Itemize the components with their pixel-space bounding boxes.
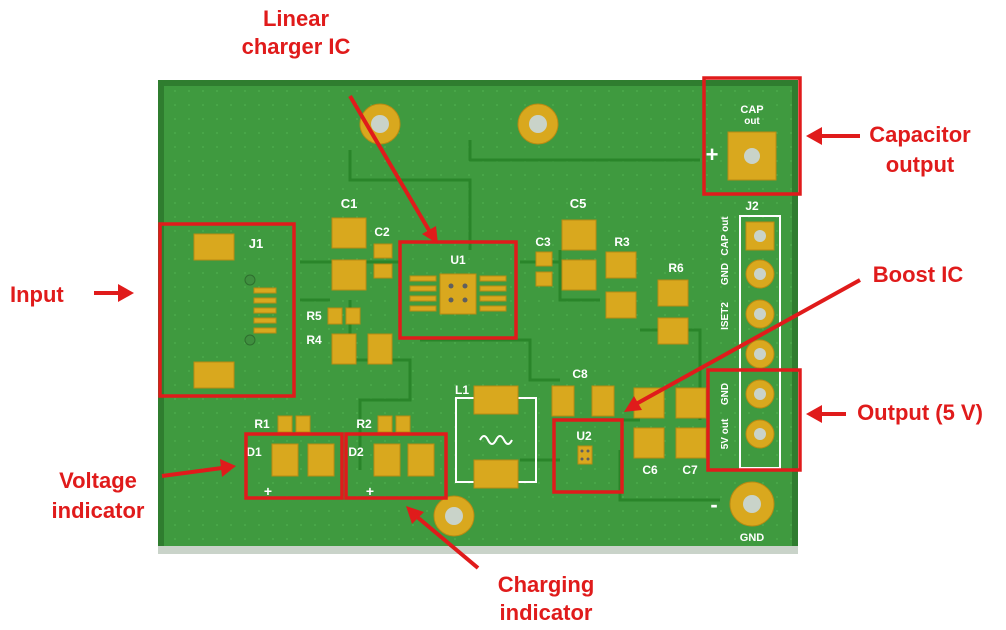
j1-connector: J1 — [193, 233, 277, 389]
capacitor-output-box — [702, 76, 802, 196]
boost-ic-box — [552, 418, 624, 494]
voltage-indicator-callout-line1: Voltage — [59, 468, 137, 493]
capacitor-output-callout-line1: Capacitor — [869, 122, 971, 147]
r5-resistor: R5 — [306, 307, 361, 325]
c2-label: C2 — [374, 225, 390, 239]
u1-label: U1 — [450, 253, 466, 267]
d2-label: D2 — [348, 445, 364, 459]
j1-label: J1 — [249, 236, 263, 251]
input-box — [158, 222, 296, 398]
plus-sign: + — [706, 142, 719, 167]
j2-header: J2 CAP out GND ISET2 GND 5V out — [720, 199, 781, 469]
mounting-holes — [359, 103, 559, 537]
charging-indicator-callout-line2: indicator — [500, 600, 593, 625]
j2-pin3-label: ISET2 — [720, 302, 731, 330]
r6-resistor: R6 — [657, 261, 689, 345]
cap-out-label-line1: CAP — [740, 104, 763, 116]
d1-label: D1 — [246, 445, 262, 459]
r4-label: R4 — [306, 333, 322, 347]
u2-label: U2 — [576, 429, 592, 443]
l1-inductor: L1 — [455, 383, 537, 489]
c5-capacitor: C5 — [561, 196, 597, 291]
pcb-bottom-edge — [158, 546, 798, 554]
charging-indicator-box — [344, 432, 448, 500]
boost-ic-callout: Boost IC — [873, 262, 964, 287]
j2-label: J2 — [745, 199, 759, 213]
j2-pin1-label: CAP out — [720, 216, 731, 256]
c7-capacitor: C7 — [675, 387, 707, 477]
voltage-indicator-box — [244, 432, 344, 500]
capacitor-output-terminal: CAP out + — [706, 104, 777, 181]
gnd-label: GND — [740, 532, 765, 544]
j2-pin6-label: 5V out — [720, 418, 731, 449]
boost-ic-arrow — [635, 278, 861, 406]
minus-sign: - — [710, 492, 717, 517]
d1-led: D1 + — [246, 443, 335, 499]
linear-charger-callout-line1: Linear — [263, 6, 329, 31]
d2-plus: + — [366, 483, 374, 499]
r3-label: R3 — [614, 235, 630, 249]
d2-led: D2 + — [348, 443, 435, 499]
r6-label: R6 — [668, 261, 684, 275]
capacitor-output-callout-line2: output — [886, 152, 955, 177]
highlight-boxes — [158, 76, 802, 500]
r5-label: R5 — [306, 309, 322, 323]
c2-capacitor: C2 — [373, 225, 393, 279]
u2-boost-ic: U2 — [576, 429, 593, 465]
c6-capacitor: C6 — [633, 387, 665, 477]
c3-capacitor: C3 — [535, 235, 553, 287]
callouts: Linear charger IC Capacitor output Input… — [10, 6, 983, 625]
linear-charger-callout-line2: charger IC — [242, 34, 351, 59]
j2-pin2-label: GND — [720, 263, 731, 285]
c3-label: C3 — [535, 235, 551, 249]
c8-label: C8 — [572, 367, 588, 381]
c5-label: C5 — [570, 196, 587, 211]
linear-charger-box — [398, 240, 518, 340]
c8-capacitor: C8 — [551, 367, 615, 417]
r1-label: R1 — [254, 417, 270, 431]
voltage-indicator-callout-line2: indicator — [52, 498, 145, 523]
callout-arrows — [94, 94, 861, 570]
c7-label: C7 — [682, 463, 698, 477]
r3-resistor: R3 — [605, 235, 637, 319]
r1-resistor: R1 — [254, 415, 311, 433]
input-callout: Input — [10, 282, 64, 307]
cap-out-label-line2: out — [744, 116, 760, 127]
voltage-indicator-arrow — [161, 466, 223, 478]
d1-plus: + — [264, 483, 272, 499]
output-box — [706, 368, 802, 472]
output-callout: Output (5 V) — [857, 400, 983, 425]
c1-capacitor: C1 — [331, 196, 367, 291]
l1-label: L1 — [455, 383, 469, 397]
linear-charger-arrow — [348, 94, 432, 234]
gnd-terminal: - GND — [710, 481, 775, 544]
charging-indicator-arrow — [414, 514, 480, 570]
r2-label: R2 — [356, 417, 372, 431]
j2-pin5-label: GND — [720, 383, 731, 405]
u1-linear-charger: U1 — [409, 253, 507, 315]
r4-resistor: R4 — [306, 333, 393, 365]
charging-indicator-callout-line1: Charging — [498, 572, 595, 597]
r2-resistor: R2 — [356, 415, 411, 433]
c1-label: C1 — [341, 196, 358, 211]
c6-label: C6 — [642, 463, 658, 477]
